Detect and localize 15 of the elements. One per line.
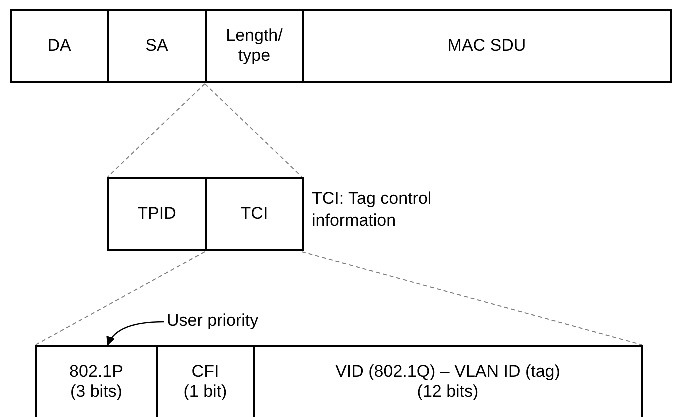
leader-line — [107, 321, 164, 346]
expansion-line — [36, 252, 206, 346]
frame-field: 802.1P (3 bits) — [35, 345, 158, 417]
frame-field: MAC SDU — [302, 9, 672, 83]
frame-field: Length/ type — [205, 9, 304, 83]
frame-field: TCI — [205, 177, 304, 251]
frame-field: TPID — [107, 177, 207, 251]
frame-field: DA — [10, 9, 109, 83]
expansion-line — [302, 252, 642, 346]
callout-text: User priority — [167, 311, 259, 332]
frame-field: SA — [107, 9, 207, 83]
expansion-line — [108, 84, 206, 178]
field-note: TCI: Tag control information — [312, 188, 433, 232]
frame-field: VID (802.1Q) – VLAN ID (tag) (12 bits) — [253, 345, 643, 417]
expansion-line — [204, 84, 302, 178]
